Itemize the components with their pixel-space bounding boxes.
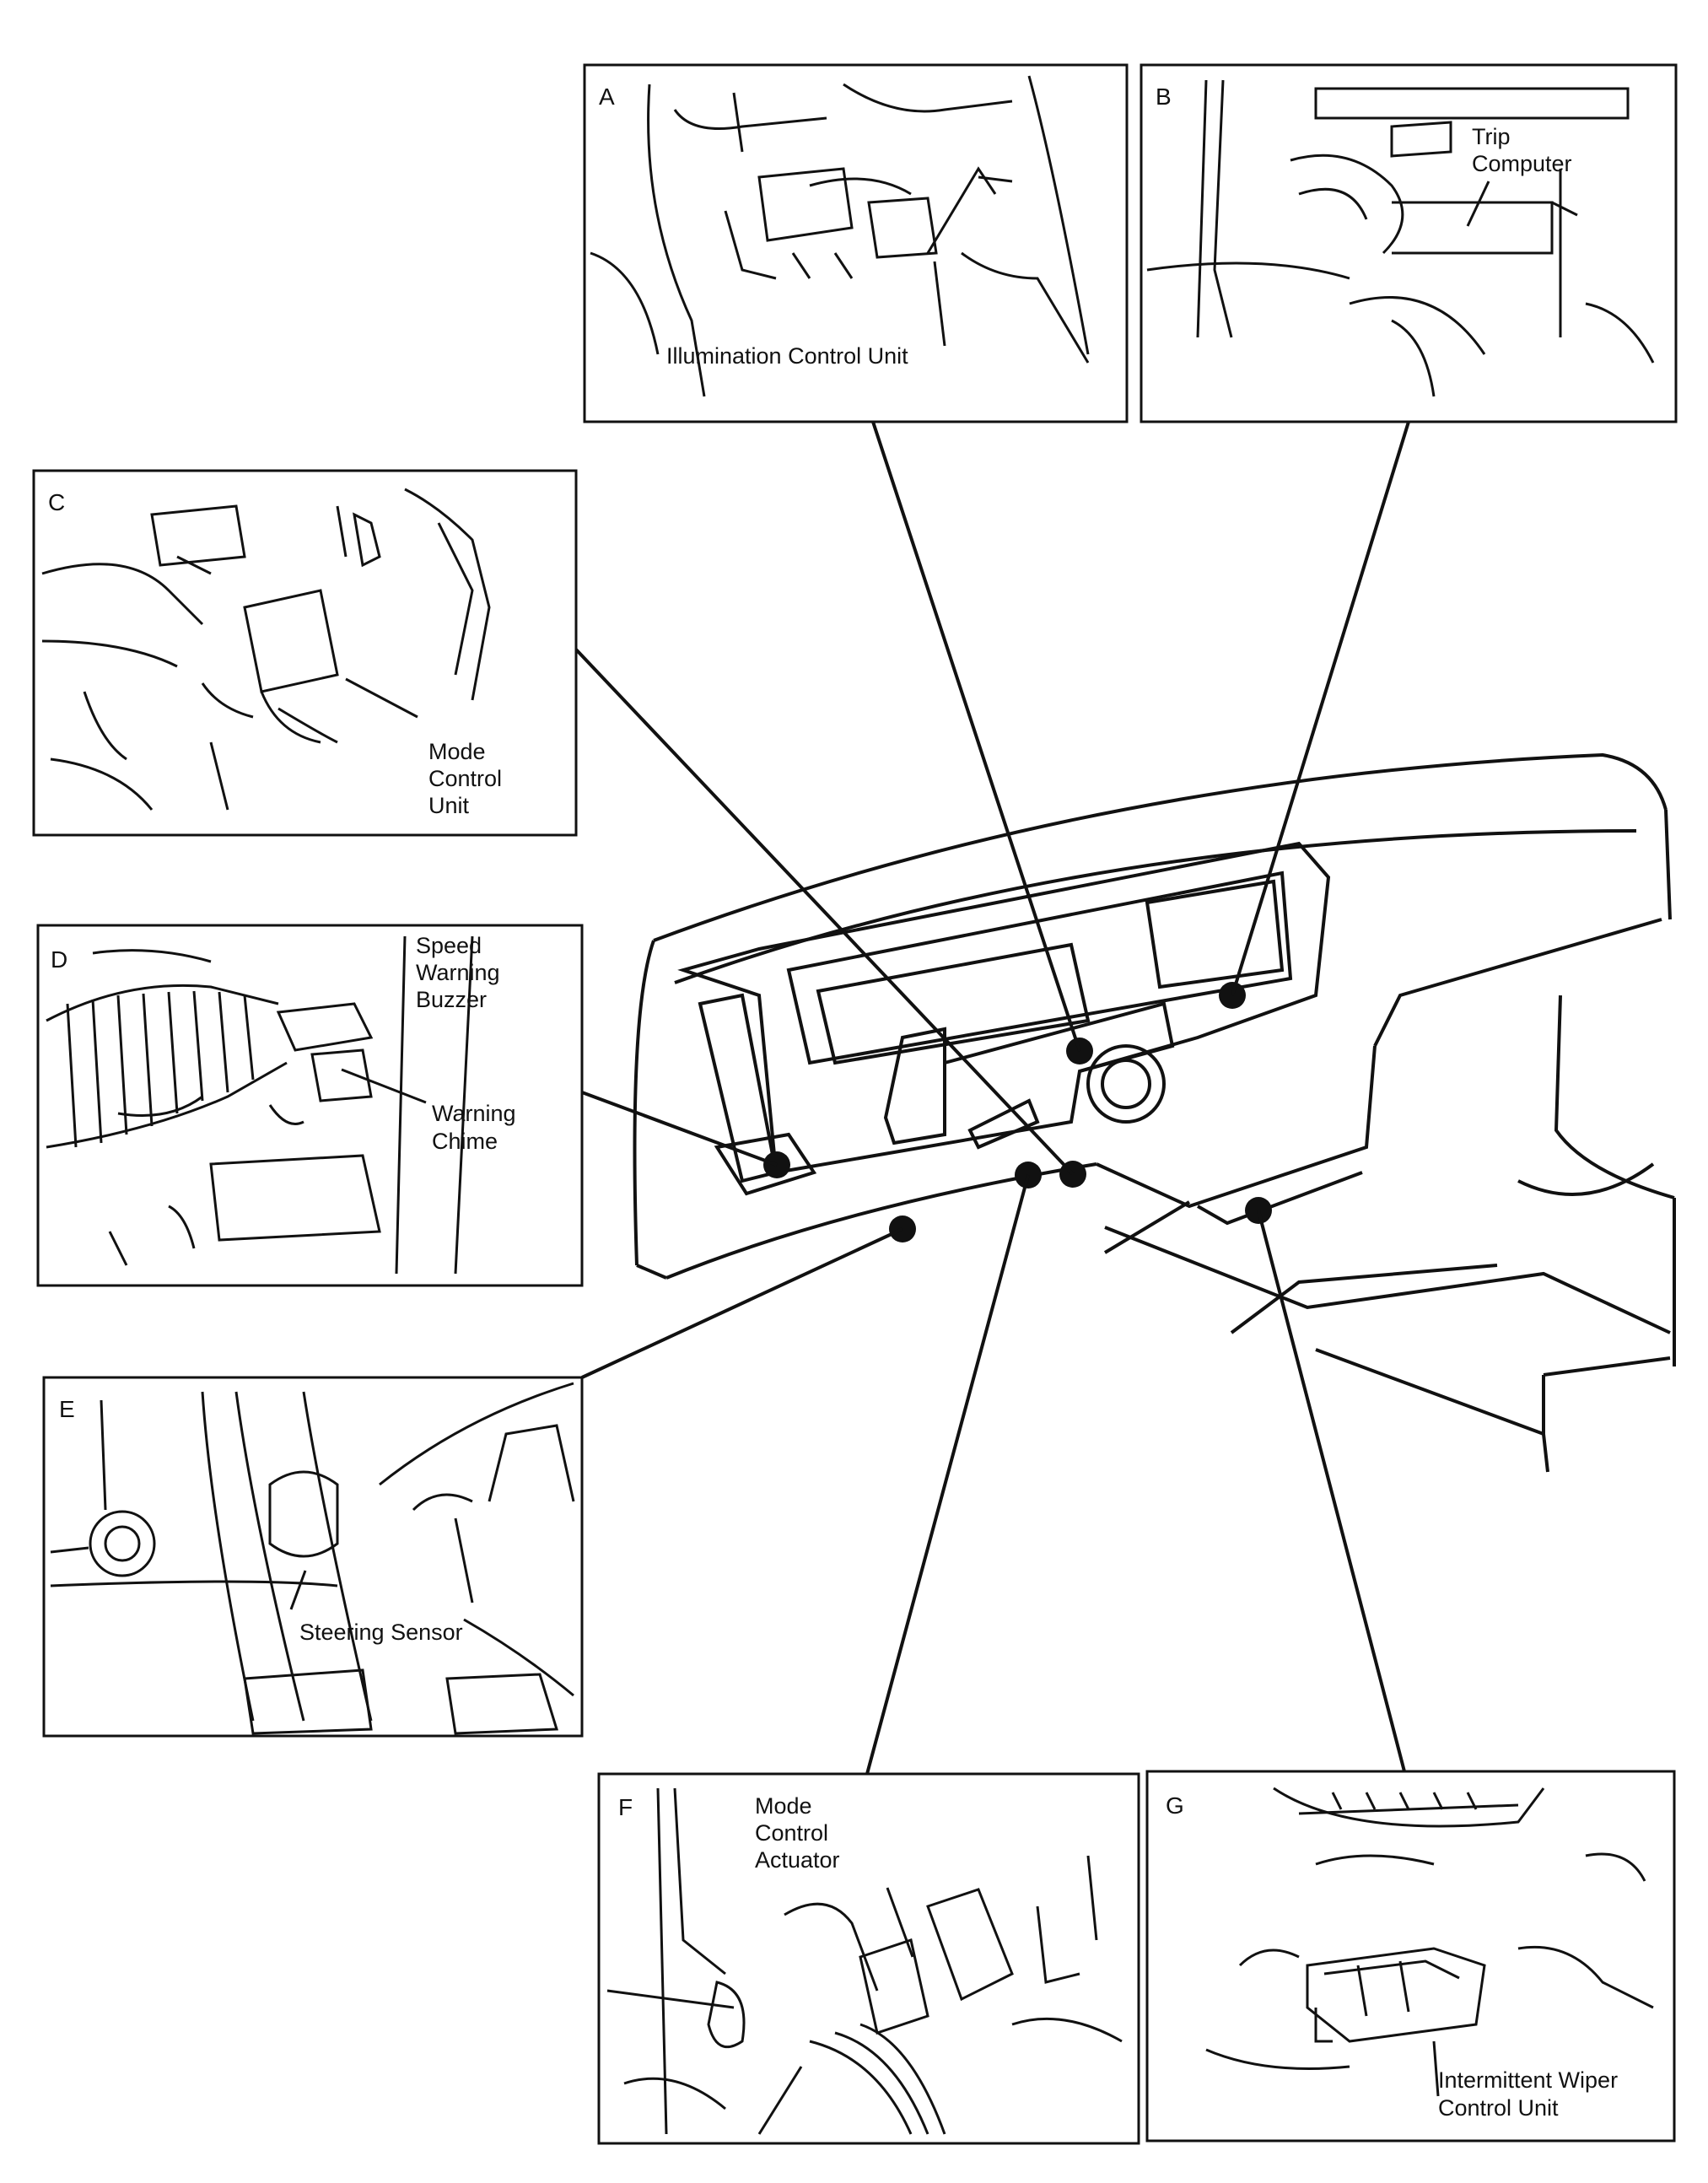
panel-e-frame [42, 1376, 584, 1738]
mode-control-actuator-pointer [886, 1887, 914, 1958]
panel-f-letter: F [618, 1794, 633, 1820]
leader-line-c [574, 648, 1075, 1176]
panel-b-sketch [1146, 79, 1655, 397]
intermittent-wiper-pointer [1432, 2040, 1440, 2097]
warning-chime-pointer [341, 1068, 427, 1104]
panel-c-label: Mode Control Unit [428, 739, 509, 818]
leader-lines [574, 421, 1410, 1775]
panel-d: D Speed Warning Buzzer Warning Chime [36, 924, 584, 1287]
panel-g-letter: G [1166, 1792, 1184, 1819]
panel-g-sketch [1205, 1787, 1654, 2070]
panel-d-frame [36, 924, 584, 1287]
panel-d-label: Speed Warning Buzzer [416, 933, 506, 1012]
panel-e-letter: E [59, 1396, 75, 1422]
mode-control-unit-pointer [345, 677, 418, 719]
panel-c-letter: C [48, 489, 65, 515]
panel-e-sketch [50, 1382, 575, 1735]
panel-f-frame [597, 1772, 1140, 2145]
panel-d-letter: D [51, 946, 67, 973]
steering-sensor-pointer [289, 1570, 307, 1610]
panel-c-frame [32, 469, 578, 837]
panel-d-label-2: Warning Chime [432, 1101, 522, 1154]
panel-f-sketch [606, 1787, 1123, 2135]
panel-a-sketch [590, 75, 1090, 397]
leader-line-a [871, 421, 1081, 1052]
dashboard-illustration [633, 752, 1676, 1473]
panel-c-sketch [41, 488, 491, 811]
panel-g-frame [1145, 1770, 1676, 2143]
panel-g-label: Intermittent Wiper Control Unit [1438, 2067, 1624, 2121]
panel-b-letter: B [1156, 84, 1172, 110]
panel-a-frame [583, 63, 1129, 423]
panel-c: C Mode Control Unit [32, 469, 578, 837]
leader-line-e [581, 1227, 903, 1379]
panel-g: G Intermittent Wiper Control Unit [1145, 1770, 1676, 2143]
leader-line-g [1257, 1210, 1406, 1772]
panel-d-sketch [46, 935, 474, 1275]
trip-computer-pointer [1466, 181, 1490, 227]
panel-a: A Illumination Control Unit [583, 63, 1129, 423]
panel-b: B Trip Computer [1140, 63, 1678, 423]
panel-f: F Mode Control Actuator [597, 1772, 1140, 2145]
leader-line-b [1231, 421, 1410, 996]
panel-e-label: Steering Sensor [299, 1620, 463, 1645]
panel-f-label: Mode Control Actuator [755, 1793, 840, 1873]
panel-a-label: Illumination Control Unit [666, 343, 908, 369]
panel-b-label: Trip Computer [1472, 124, 1572, 176]
panel-e: E Steering Sensor [42, 1376, 584, 1738]
leader-line-f [865, 1174, 1030, 1775]
panel-a-letter: A [599, 84, 615, 110]
leader-line-d [581, 1091, 778, 1167]
